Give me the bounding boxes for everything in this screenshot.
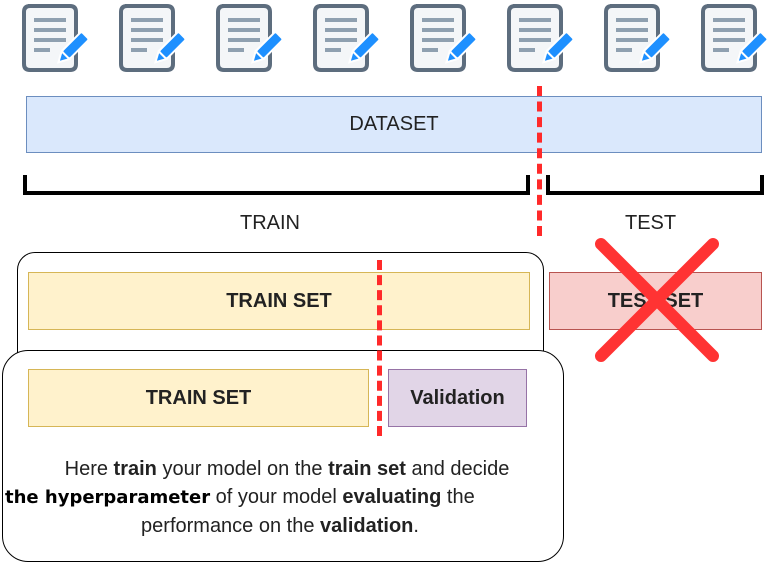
document-edit-icon (311, 2, 383, 74)
document-edit-icon (214, 2, 286, 74)
inner-train-set-label: TRAIN SET (145, 386, 252, 409)
outer-train-set-label: TRAIN SET (226, 289, 332, 312)
validation-split-line (377, 260, 382, 436)
validation-label: Validation (410, 386, 505, 409)
document-edit-icon (408, 2, 480, 74)
desc-text: Here (64, 458, 114, 480)
inner-train-set: TRAIN SET (28, 369, 369, 427)
dataset-bar: DATASET (26, 96, 762, 153)
test-brace (546, 175, 764, 195)
desc-bold-train: train (113, 458, 157, 480)
desc-bold-validation: validation (320, 515, 414, 537)
document-edit-icon (602, 2, 674, 74)
document-edit-icon (699, 2, 771, 74)
desc-text: the (441, 486, 475, 508)
document-edit-icon (117, 2, 189, 74)
test-label: TEST (625, 212, 677, 234)
desc-hyperparameter: the hyperparameter (5, 487, 211, 508)
validation-set: Validation (388, 369, 527, 427)
dataset-label: DATASET (349, 113, 439, 135)
description-line-2: the hyperparameter of your model evaluat… (0, 483, 560, 512)
document-edit-icon (505, 2, 577, 74)
desc-bold-evaluating: evaluating (342, 486, 442, 508)
train-label: TRAIN (240, 212, 300, 234)
desc-text: your model on the (156, 458, 329, 480)
desc-text: performance on the (141, 515, 321, 537)
description-line-3: performance on the validation. (0, 512, 560, 540)
test-set: TEST SET (549, 272, 762, 330)
desc-bold-train-set: train set (328, 458, 406, 480)
outer-train-set: TRAIN SET (28, 272, 530, 330)
desc-text: of your model (210, 486, 343, 508)
train-brace (23, 175, 530, 195)
test-set-label: TEST SET (607, 289, 704, 312)
document-edit-icon (20, 2, 92, 74)
desc-text: . (413, 515, 419, 537)
description-line-1: Here train your model on the train set a… (0, 455, 560, 483)
dataset-split-line (537, 86, 542, 236)
desc-text: and decide (405, 458, 510, 480)
description-text: Here train your model on the train set a… (0, 455, 560, 540)
split-braces (23, 175, 764, 195)
